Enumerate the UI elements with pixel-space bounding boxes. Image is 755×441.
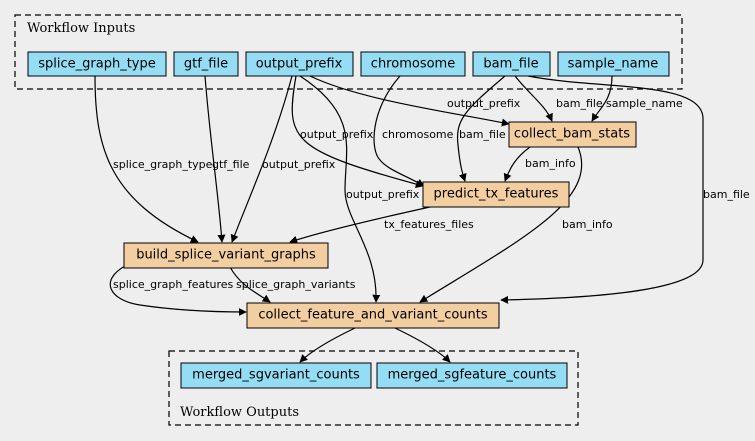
svg-text:collect_bam_stats: collect_bam_stats bbox=[514, 127, 630, 142]
edge-bam-file-to-predict-tx-features bbox=[456, 75, 506, 182]
step-node-collect-bam-stats[interactable]: collect_bam_stats bbox=[508, 121, 637, 148]
svg-text:merged_sgfeature_counts: merged_sgfeature_counts bbox=[388, 368, 557, 383]
step-node-build-splice-variant-graphs[interactable]: build_splice_variant_graphs bbox=[123, 242, 329, 269]
edge-label-bam-to-cbs: bam_file bbox=[556, 97, 603, 110]
edge-output-prefix-to-cfvc bbox=[299, 75, 381, 303]
edge-label-cbs-to-cfvc: bam_info bbox=[562, 218, 613, 231]
edge-output-prefix-to-collect-bam-stats bbox=[309, 75, 510, 127]
edge-label-op-to-bsvg: output_prefix bbox=[262, 158, 336, 171]
svg-text:output_prefix: output_prefix bbox=[256, 57, 343, 72]
edge-collect-bam-stats-to-cfvc bbox=[419, 146, 583, 303]
edge-label-gtf-to-bsvg: gtf_file bbox=[212, 158, 250, 171]
svg-text:merged_sgvariant_counts: merged_sgvariant_counts bbox=[192, 368, 360, 383]
edge-bam-file-to-collect-bam-stats bbox=[514, 75, 553, 122]
edge-label-bam-to-ptf: bam_file bbox=[459, 128, 506, 141]
edge-build-features-to-cfvc bbox=[109, 265, 247, 316]
input-node-output-prefix[interactable]: output_prefix bbox=[245, 51, 354, 77]
svg-text:sample_name: sample_name bbox=[568, 57, 659, 72]
svg-text:splice_graph_type: splice_graph_type bbox=[38, 57, 156, 72]
input-node-sample-name[interactable]: sample_name bbox=[557, 51, 670, 77]
edge-splice-graph-type-to-build bbox=[94, 75, 199, 243]
workflow-outputs-cluster: Workflow Outputs bbox=[168, 350, 579, 426]
edges bbox=[94, 75, 704, 363]
workflow-inputs-label: Workflow Inputs bbox=[27, 21, 135, 36]
edge-predict-tx-features-to-build bbox=[289, 206, 431, 244]
edge-output-prefix-to-predict-tx-features bbox=[291, 75, 424, 188]
input-node-splice-graph-type[interactable]: splice_graph_type bbox=[27, 51, 167, 77]
edge-label-bsvg-features: splice_graph_features bbox=[113, 278, 234, 291]
svg-text:predict_tx_features: predict_tx_features bbox=[434, 187, 559, 202]
input-node-bam-file[interactable]: bam_file bbox=[472, 51, 551, 77]
edge-cfvc-to-merged-sgfeature bbox=[394, 327, 451, 363]
edge-label-sample-to-cbs: sample_name bbox=[606, 97, 683, 110]
output-node-merged-sgvariant-counts[interactable]: merged_sgvariant_counts bbox=[180, 362, 372, 389]
workflow-outputs-label: Workflow Outputs bbox=[180, 405, 299, 420]
output-node-merged-sgfeature-counts[interactable]: merged_sgfeature_counts bbox=[376, 362, 568, 389]
edge-label-bam-to-cfvc: bam_file bbox=[703, 188, 750, 201]
svg-text:bam_file: bam_file bbox=[483, 57, 538, 72]
svg-text:build_splice_variant_graphs: build_splice_variant_graphs bbox=[136, 248, 316, 263]
svg-text:chromosome: chromosome bbox=[371, 57, 455, 72]
edge-labels: output_prefix bam_file sample_name outpu… bbox=[113, 97, 750, 291]
edge-chromosome-to-predict-tx-features bbox=[373, 75, 425, 187]
edge-sample-name-to-collect-bam-stats bbox=[591, 75, 613, 122]
edge-label-op-to-cbs: output_prefix bbox=[447, 97, 521, 110]
edge-label-cbs-to-ptf: bam_info bbox=[525, 157, 576, 170]
edge-build-variants-to-cfvc bbox=[229, 266, 271, 303]
svg-text:collect_feature_and_variant_co: collect_feature_and_variant_counts bbox=[258, 308, 488, 323]
workflow-inputs-cluster: Workflow Inputs bbox=[14, 14, 683, 90]
edge-label-ptf-to-bsvg: tx_features_files bbox=[384, 218, 474, 231]
edge-label-op-to-ptf: output_prefix bbox=[300, 128, 374, 141]
input-node-chromosome[interactable]: chromosome bbox=[360, 51, 466, 77]
edge-label-op-to-cfvc: output_prefix bbox=[346, 188, 420, 201]
edge-bam-file-to-cfvc bbox=[500, 75, 704, 304]
input-node-gtf-file[interactable]: gtf_file bbox=[173, 51, 239, 77]
edge-output-prefix-to-build bbox=[230, 75, 293, 243]
edge-gtf-file-to-build bbox=[204, 75, 226, 243]
edge-collect-bam-stats-to-predict-tx-features bbox=[503, 146, 531, 182]
edge-label-sgt-to-bsvg: splice_graph_type bbox=[113, 158, 213, 171]
step-node-predict-tx-features[interactable]: predict_tx_features bbox=[422, 181, 570, 208]
edge-label-bsvg-variants: splice_graph_variants bbox=[236, 278, 356, 291]
edge-cfvc-to-merged-sgvariant bbox=[299, 327, 356, 363]
svg-text:gtf_file: gtf_file bbox=[184, 57, 228, 72]
edge-label-chrom-to-ptf: chromosome bbox=[382, 128, 454, 141]
step-node-collect-feature-and-variant-counts[interactable]: collect_feature_and_variant_counts bbox=[246, 302, 500, 329]
